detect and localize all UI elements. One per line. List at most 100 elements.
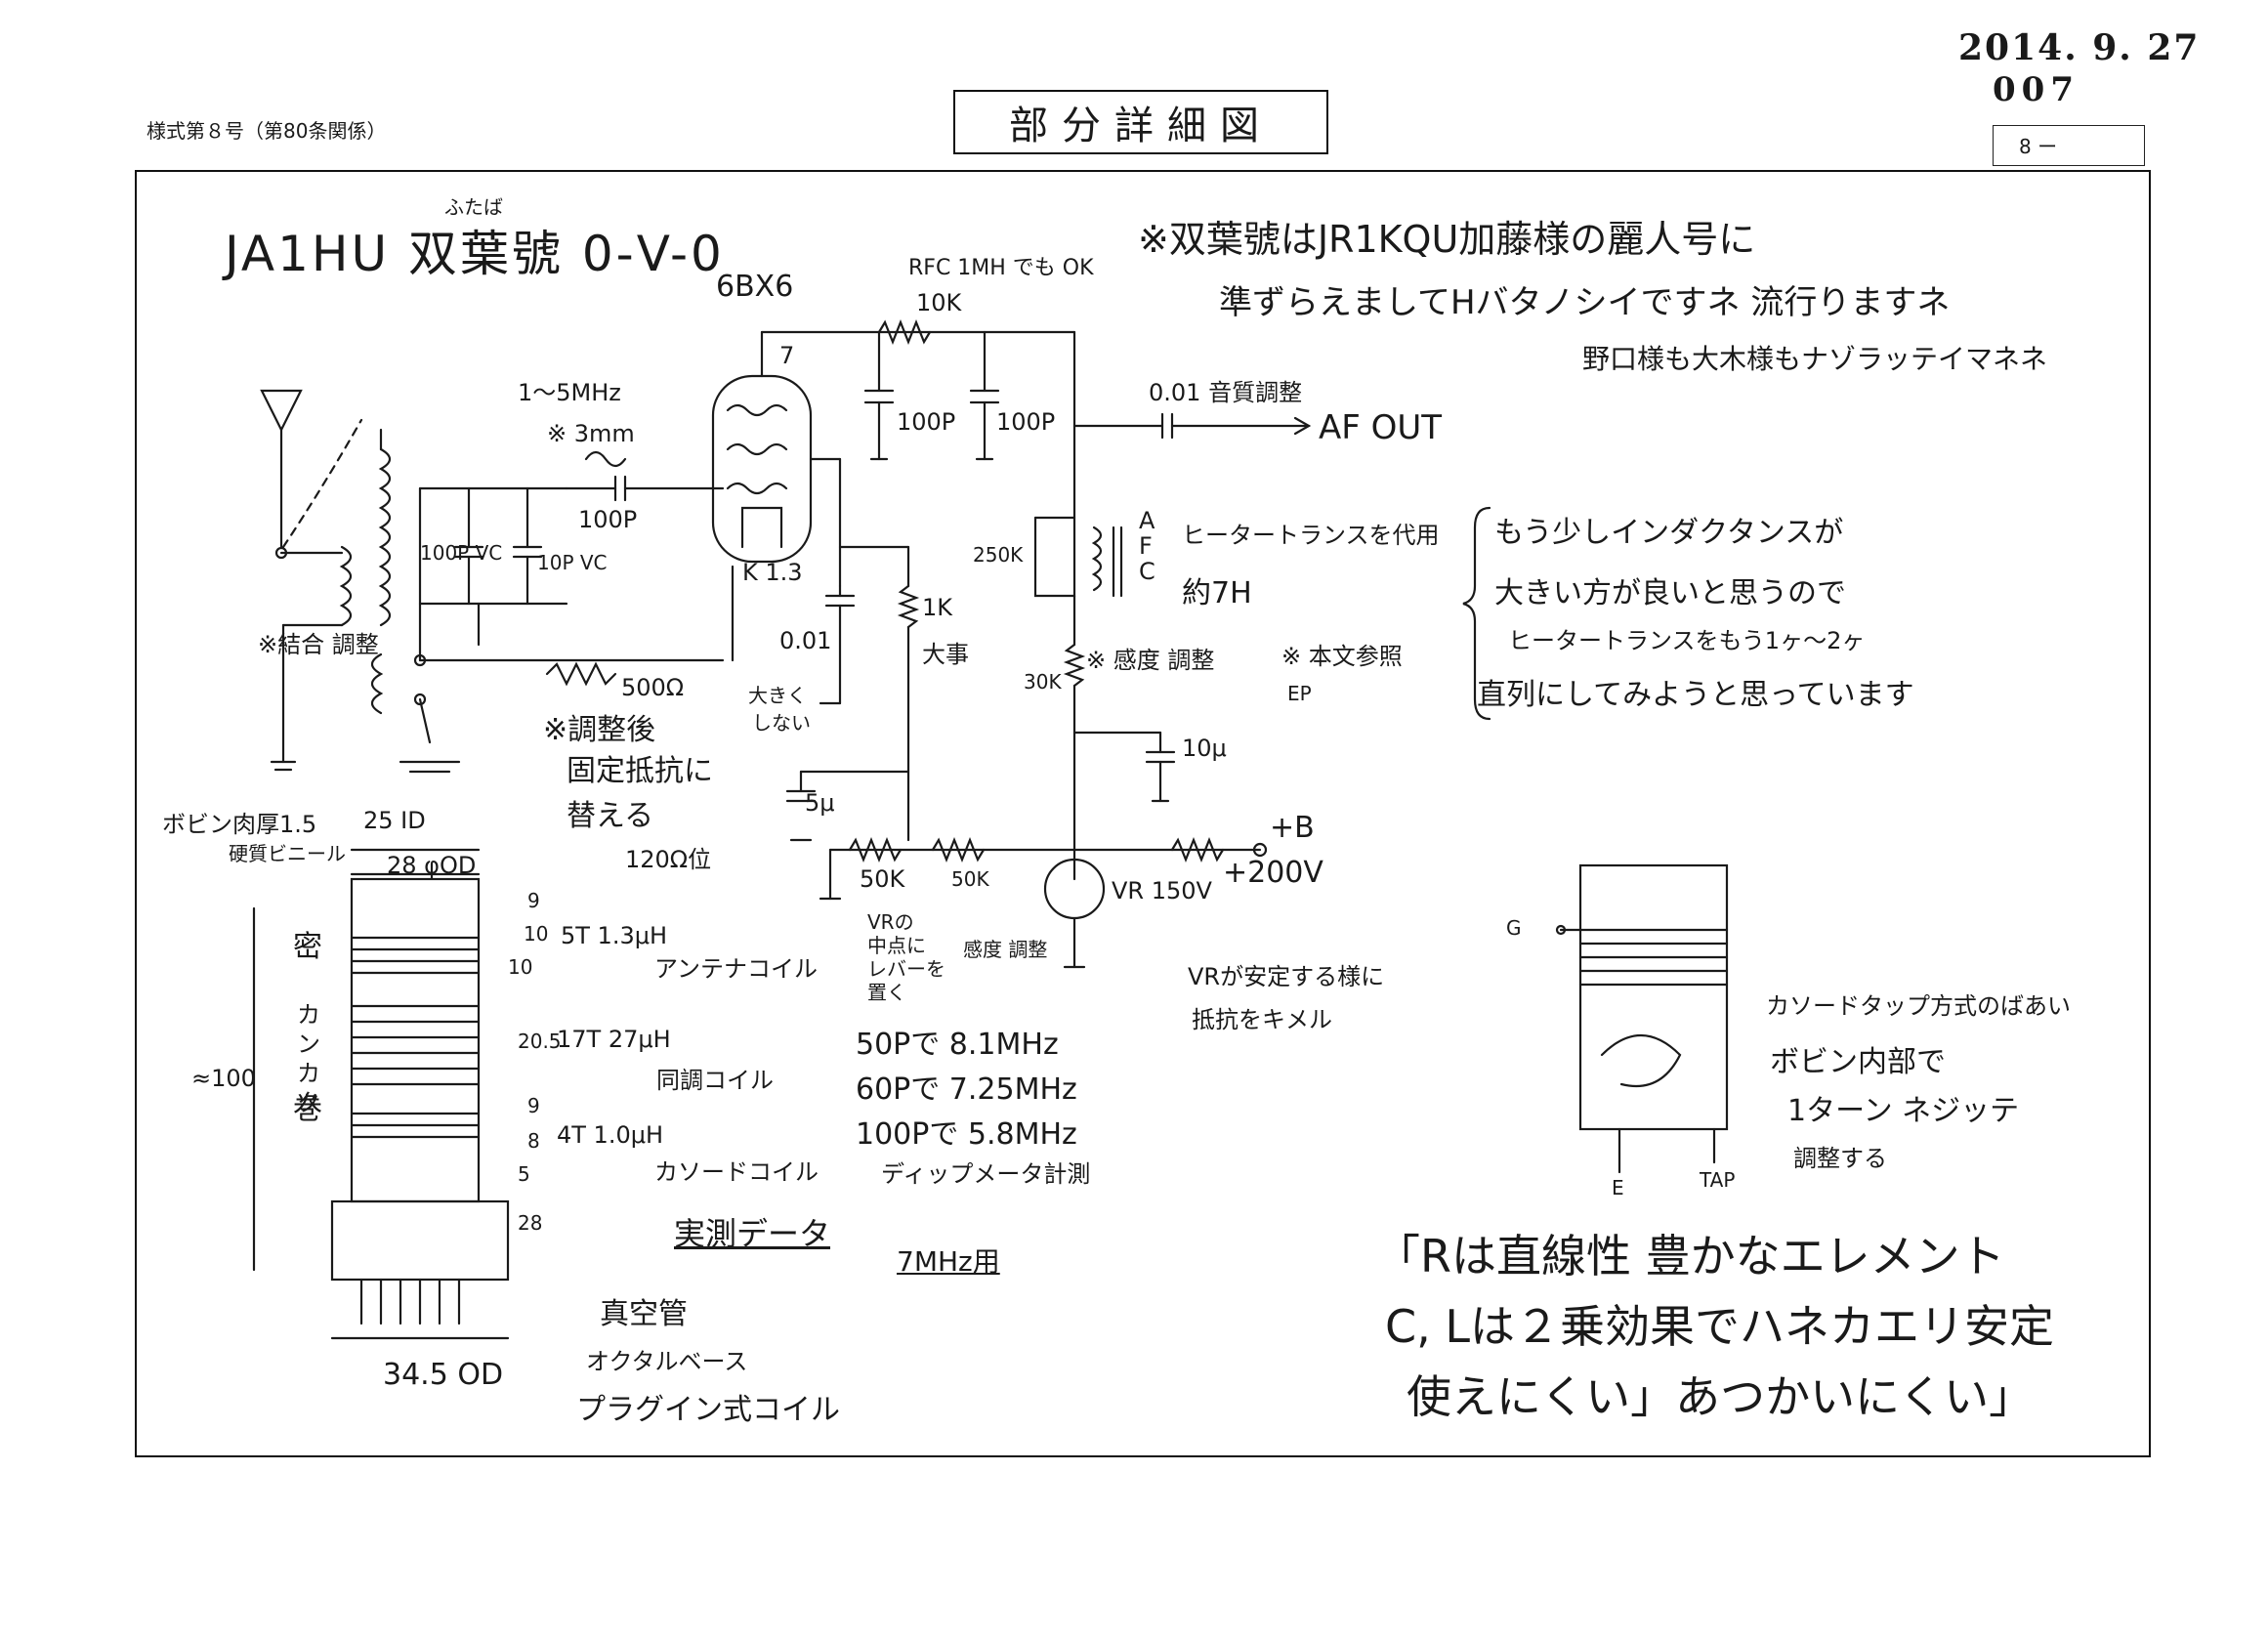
sens-adjust-2-label: 感度 調整 bbox=[963, 938, 1048, 961]
plate-cap-1 bbox=[863, 389, 895, 404]
ground-icons bbox=[789, 457, 1170, 969]
antenna-coil-spec: 5T 1.3μH bbox=[561, 922, 668, 949]
drawing-frame bbox=[135, 170, 2151, 1457]
vr-note-3: レバーを bbox=[867, 957, 945, 981]
dropping-resistor bbox=[1170, 837, 1225, 862]
quote-line-2: C, Lは２乗効果でハネカエリ安定 bbox=[1385, 1300, 2054, 1353]
antenna-coil bbox=[270, 545, 353, 772]
tap-note-1: カソードタップ方式のばあい bbox=[1766, 992, 2071, 1020]
sensitivity-resistor bbox=[1063, 643, 1086, 688]
drawing-title: JA1HU 双葉號 0-V-0 bbox=[225, 226, 725, 282]
dim-10a: 10 bbox=[524, 922, 549, 946]
afc-note-1: ヒータートランスを代用 bbox=[1182, 522, 1440, 549]
spaced-winding-label-2: 巻 bbox=[293, 1092, 322, 1126]
reference-note: ※ 本文参照 bbox=[1281, 643, 1403, 670]
regen-note-2: 固定抵抗に bbox=[567, 754, 713, 788]
regen-resistor-label: 500Ω bbox=[621, 674, 685, 701]
title-ruby: ふたば bbox=[444, 195, 503, 219]
octal-base-label: オクタルベース bbox=[586, 1348, 748, 1375]
tuning-coil-spec: 17T 27μH bbox=[557, 1026, 671, 1053]
dim-length: ≈100 bbox=[191, 1065, 256, 1092]
sens-adjust-label: ※ 感度 調整 bbox=[1086, 647, 1215, 674]
coil-freq-label: 1〜5MHz bbox=[518, 379, 621, 406]
afc-note-2: 約7H bbox=[1182, 576, 1252, 610]
afc-res-label: 250K bbox=[973, 543, 1024, 567]
plugin-coil-label: プラグイン式コイル bbox=[576, 1393, 840, 1427]
pot-50k-1 bbox=[848, 837, 903, 862]
vr-stable-note-2: 抵抗をキメル bbox=[1192, 1006, 1332, 1033]
regen-resistor bbox=[545, 661, 617, 687]
plate-resistor bbox=[877, 319, 932, 345]
quote-line-1: 「Rは直線性 豊かなエレメント bbox=[1375, 1230, 2005, 1283]
brace-note-4: 直列にしてみようと思っています bbox=[1477, 678, 1914, 712]
dim-9a: 9 bbox=[527, 889, 540, 912]
schematic-drawing bbox=[252, 319, 1729, 1340]
screen-cap-note-2: しない bbox=[752, 711, 811, 735]
dim-inner-diameter: 25 ID bbox=[363, 807, 426, 834]
vr-tube-label: VR 150V bbox=[1112, 877, 1212, 904]
cathode-coil-name: カソードコイル bbox=[654, 1158, 819, 1186]
tuning-coil-name: 同調コイル bbox=[656, 1067, 774, 1094]
af-out-arrow bbox=[1293, 416, 1312, 436]
vc-bandspread-label: 10P VC bbox=[537, 551, 608, 574]
sheet-number: 8 ー bbox=[1993, 125, 2145, 166]
measurement-1: 50Pで 8.1MHz bbox=[856, 1028, 1059, 1062]
dim-outer-diameter: 28 φOD bbox=[387, 852, 477, 879]
cap-10u bbox=[1145, 750, 1176, 764]
bobbin-note-2: 硬質ビニール bbox=[229, 842, 346, 865]
brace-note-1: もう少しインダクタンスが bbox=[1494, 516, 1844, 550]
document-number: 007 bbox=[1993, 70, 2079, 109]
sens-res-label: 30K bbox=[1024, 670, 1062, 694]
screen-resistor bbox=[897, 584, 920, 629]
antenna-icon bbox=[260, 389, 363, 560]
vr-note-2: 中点に bbox=[867, 934, 926, 957]
screen-res-note: 大事 bbox=[922, 641, 969, 668]
plate-resistor-label: 10K bbox=[916, 289, 962, 316]
dim-5: 5 bbox=[518, 1162, 530, 1186]
regen-note-1: ※調整後 bbox=[543, 713, 656, 747]
b-plus-label: +B bbox=[1270, 811, 1315, 845]
tap-note-2: ボビン内部で bbox=[1770, 1045, 1946, 1079]
brace-note-2: 大きい方が良いと思うので bbox=[1494, 576, 1846, 610]
reference-note-sub: EP bbox=[1287, 682, 1312, 705]
afc-core bbox=[1112, 526, 1123, 598]
screen-res-label: 1K bbox=[922, 594, 953, 621]
dim-8: 8 bbox=[527, 1129, 540, 1153]
tap-e-label: E bbox=[1612, 1176, 1624, 1199]
tube-label: 6BX6 bbox=[716, 270, 794, 304]
measurement-2: 60Pで 7.25MHz bbox=[856, 1072, 1077, 1107]
screen-cap-note-1: 大きく bbox=[748, 684, 807, 707]
af-out-label: AF OUT bbox=[1319, 408, 1443, 447]
gimmick-cap-label: ※ 3mm bbox=[547, 420, 635, 447]
cathode-label: K 1.3 bbox=[742, 559, 803, 586]
note-line-2: 準ずらえましてHバタノシイですネ 流行りますネ bbox=[1219, 283, 1951, 322]
brace-note-3: ヒータートランスをもう1ヶ〜2ヶ bbox=[1508, 627, 1866, 654]
quote-line-3: 使えにくい」あつかいにくい」 bbox=[1407, 1370, 2035, 1423]
pot-50k-1-label: 50K bbox=[860, 865, 905, 893]
vc-main-label: 100P VC bbox=[420, 541, 503, 565]
plate-cap-2 bbox=[969, 389, 1000, 404]
vr-note-4: 置く bbox=[867, 981, 906, 1004]
tube-pin-label: 7 bbox=[779, 342, 795, 369]
coupling-capacitor bbox=[1160, 412, 1174, 440]
page-title: 部分詳細図 bbox=[953, 90, 1328, 154]
b-volt-label: +200V bbox=[1223, 856, 1323, 890]
plate-cap-2-label: 100P bbox=[996, 408, 1056, 436]
rfc-label: RFC 1MH でも OK bbox=[908, 256, 1094, 280]
note-line-3: 野口様も大木様もナゾラッテイマネネ bbox=[1582, 343, 2048, 375]
measurement-3: 100Pで 5.8MHz bbox=[856, 1117, 1077, 1152]
cap-10u-label: 10μ bbox=[1182, 735, 1227, 762]
regen-note-3: 替える bbox=[567, 799, 654, 833]
tap-bobbin bbox=[1555, 863, 1729, 1174]
tube-6bx6 bbox=[711, 330, 813, 564]
tap-note-3: 1ターン ネジッテ bbox=[1787, 1094, 2020, 1128]
coil-bobbin bbox=[252, 848, 510, 1340]
screen-cap-label: 0.01 bbox=[779, 627, 832, 654]
form-label: 様式第８号（第80条関係） bbox=[147, 119, 387, 143]
brace bbox=[1462, 506, 1491, 721]
cap-5u bbox=[785, 789, 817, 803]
coupling-adjust-label: ※結合 調整 bbox=[258, 631, 379, 658]
pot-50k-2-label: 50K bbox=[951, 867, 989, 891]
tap-t-label: TAP bbox=[1700, 1168, 1736, 1192]
tap-g-label: G bbox=[1506, 916, 1522, 940]
